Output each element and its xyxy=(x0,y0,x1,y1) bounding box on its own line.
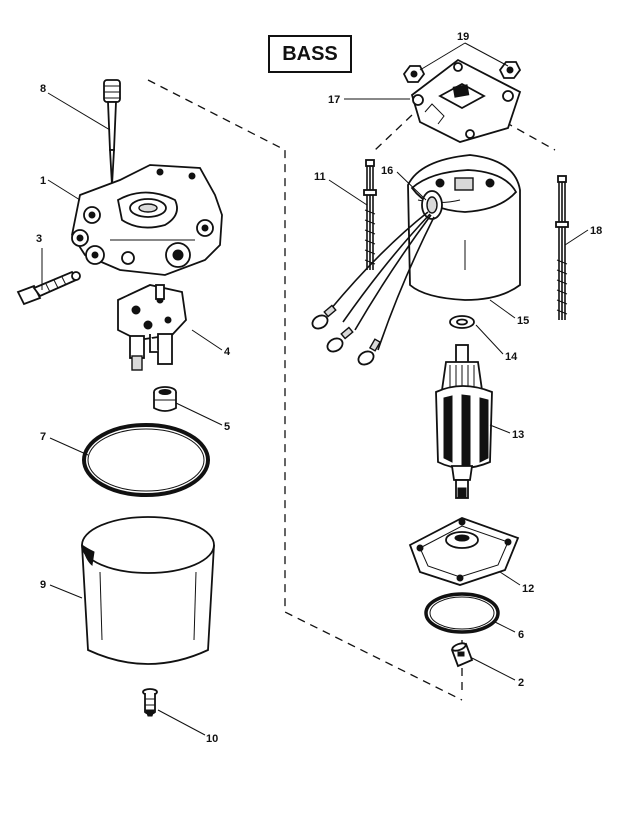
part-6-o-ring xyxy=(424,592,500,634)
callout-10: 10 xyxy=(206,733,218,745)
part-15-motor-housing xyxy=(407,154,521,301)
part-14-washer xyxy=(449,315,475,329)
diagram-title: BASS xyxy=(282,42,338,65)
callout-16: 16 xyxy=(381,165,393,177)
part-17-end-cap xyxy=(410,58,522,143)
part-2-coupler xyxy=(450,642,474,668)
part-8-dipstick xyxy=(103,79,121,186)
callout-3: 3 xyxy=(36,233,42,245)
callout-14: 14 xyxy=(505,351,518,363)
callout-15: 15 xyxy=(517,315,529,327)
callout-1: 1 xyxy=(40,175,46,187)
callout-12: 12 xyxy=(522,583,534,595)
callout-9: 9 xyxy=(40,579,46,591)
callout-19: 19 xyxy=(457,31,469,43)
callout-13: 13 xyxy=(512,429,524,441)
callout-labels: 8 1 3 4 5 7 9 10 11 16 17 19 18 15 14 13… xyxy=(36,31,602,745)
part-5-plug xyxy=(153,386,177,412)
assembly-dashed-lines xyxy=(147,79,556,701)
part-3-fitting xyxy=(16,270,81,306)
part-10-screw xyxy=(142,688,158,717)
part-19-nuts xyxy=(402,61,522,83)
part-1-pump-body xyxy=(71,164,223,276)
callout-11: 11 xyxy=(314,171,326,183)
callout-4: 4 xyxy=(224,346,231,358)
callout-18: 18 xyxy=(590,225,602,237)
callout-17: 17 xyxy=(328,94,340,106)
leader-lines xyxy=(41,42,589,736)
callout-8: 8 xyxy=(40,83,46,95)
part-11-through-bolt xyxy=(363,159,377,270)
part-9-reservoir xyxy=(81,516,215,665)
part-13-armature xyxy=(435,344,493,499)
part-7-o-ring xyxy=(82,423,210,497)
part-18-through-bolt xyxy=(555,175,569,320)
callout-5: 5 xyxy=(224,421,230,433)
part-12-end-plate xyxy=(408,517,520,586)
part-16-grommet-leads xyxy=(311,190,443,366)
callout-6: 6 xyxy=(518,629,524,641)
title-box: BASS xyxy=(268,35,352,73)
callout-2: 2 xyxy=(518,677,524,689)
part-4-valve-body xyxy=(117,284,187,371)
callout-7: 7 xyxy=(40,431,46,443)
